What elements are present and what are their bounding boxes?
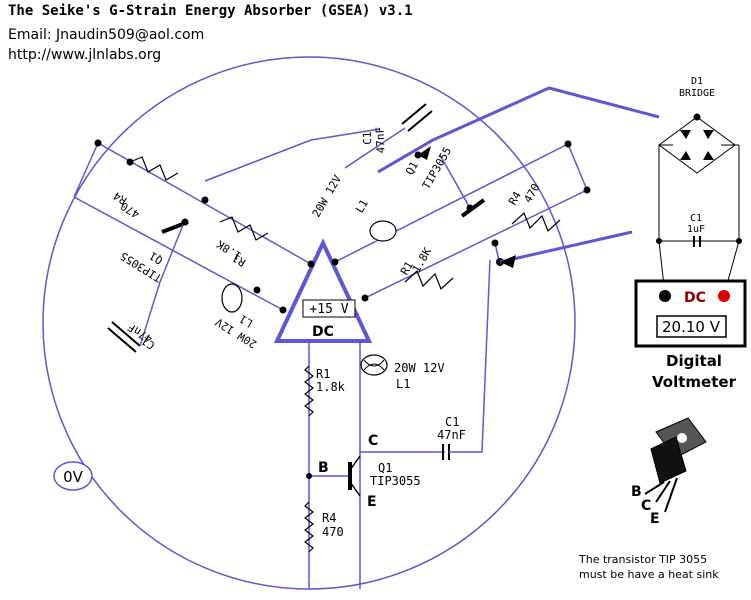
svg-text:L1: L1 bbox=[237, 312, 255, 330]
source-type: DC bbox=[312, 324, 334, 340]
svg-text:1.8K: 1.8K bbox=[214, 237, 244, 262]
svg-text:L1: L1 bbox=[353, 197, 371, 215]
r1-value: 1.8k bbox=[316, 380, 346, 394]
pin-e: E bbox=[650, 511, 660, 527]
page-title: The Seike's G-Strain Energy Absorber (GS… bbox=[8, 3, 413, 19]
bottom-arm: R1 1.8k R4 470 20W 12V L1 C1 47nF Q1 TIP… bbox=[304, 259, 491, 589]
author-url: http://www.jlnlabs.org bbox=[8, 47, 162, 63]
svg-text:R1: R1 bbox=[230, 251, 248, 269]
note-line-2: must be have a heat sink bbox=[579, 568, 719, 581]
r4-resistor bbox=[304, 501, 314, 553]
svg-text:R4: R4 bbox=[111, 189, 129, 207]
meter-cap-value: 1uF bbox=[687, 224, 705, 235]
meter-mode: DC bbox=[684, 290, 706, 306]
svg-text:C1: C1 bbox=[139, 334, 157, 352]
bridge-name: BRIDGE bbox=[679, 88, 715, 99]
meter-label-2: Voltmeter bbox=[652, 373, 737, 391]
meter-label-1: Digital bbox=[666, 352, 722, 370]
bridge-rectifier: D1 BRIDGE C1 1uF bbox=[656, 76, 742, 296]
r4-value: 470 bbox=[322, 525, 344, 539]
l1-lamp bbox=[360, 354, 388, 376]
svg-text:470: 470 bbox=[521, 181, 542, 205]
author-email: Email: Jnaudin509@aol.com bbox=[8, 27, 205, 43]
svg-text:Q1: Q1 bbox=[403, 159, 421, 177]
transistor-package: B C E bbox=[631, 417, 707, 527]
source-voltage: +15 V bbox=[309, 302, 348, 317]
red-probe-jack bbox=[718, 290, 730, 302]
svg-text:C1: C1 bbox=[361, 131, 374, 145]
node-e: E bbox=[367, 494, 377, 510]
source-voltage-box bbox=[302, 299, 356, 318]
note-line-1: The transistor TIP 3055 bbox=[578, 553, 707, 566]
cap-value: 47nF bbox=[437, 428, 466, 442]
black-probe-jack bbox=[659, 290, 671, 302]
r1-resistor bbox=[304, 365, 314, 417]
svg-text:R1: R1 bbox=[398, 259, 416, 277]
svg-text:Q1: Q1 bbox=[147, 249, 165, 267]
meter-cap-ref: C1 bbox=[690, 213, 702, 224]
pin-c: C bbox=[641, 498, 651, 514]
lamp-rating: 20W 12V bbox=[394, 361, 445, 375]
bridge-ref: D1 bbox=[691, 76, 703, 87]
lamp-ref: L1 bbox=[396, 377, 410, 391]
q-ref: Q1 bbox=[378, 461, 392, 475]
digital-voltmeter: DC 20.10 V Digital Voltmeter bbox=[634, 279, 747, 391]
cap-ref: C1 bbox=[445, 415, 459, 429]
q-part: TIP3055 bbox=[370, 474, 421, 488]
node-c: C bbox=[368, 433, 378, 449]
meter-reading: 20.10 V bbox=[662, 318, 721, 336]
pin-b: B bbox=[631, 484, 642, 500]
svg-text:20W 12V: 20W 12V bbox=[310, 173, 345, 220]
svg-text:R4: R4 bbox=[506, 189, 524, 207]
svg-text:47nF: 47nF bbox=[125, 320, 154, 345]
r1-ref: R1 bbox=[316, 367, 330, 381]
ground-label-badge bbox=[53, 461, 93, 491]
ground-label: 0V bbox=[63, 468, 84, 486]
node-b: B bbox=[318, 460, 329, 476]
r4-ref: R4 bbox=[322, 511, 336, 525]
svg-text:1.8K: 1.8K bbox=[410, 245, 435, 275]
svg-text:47nF: 47nF bbox=[374, 127, 388, 154]
